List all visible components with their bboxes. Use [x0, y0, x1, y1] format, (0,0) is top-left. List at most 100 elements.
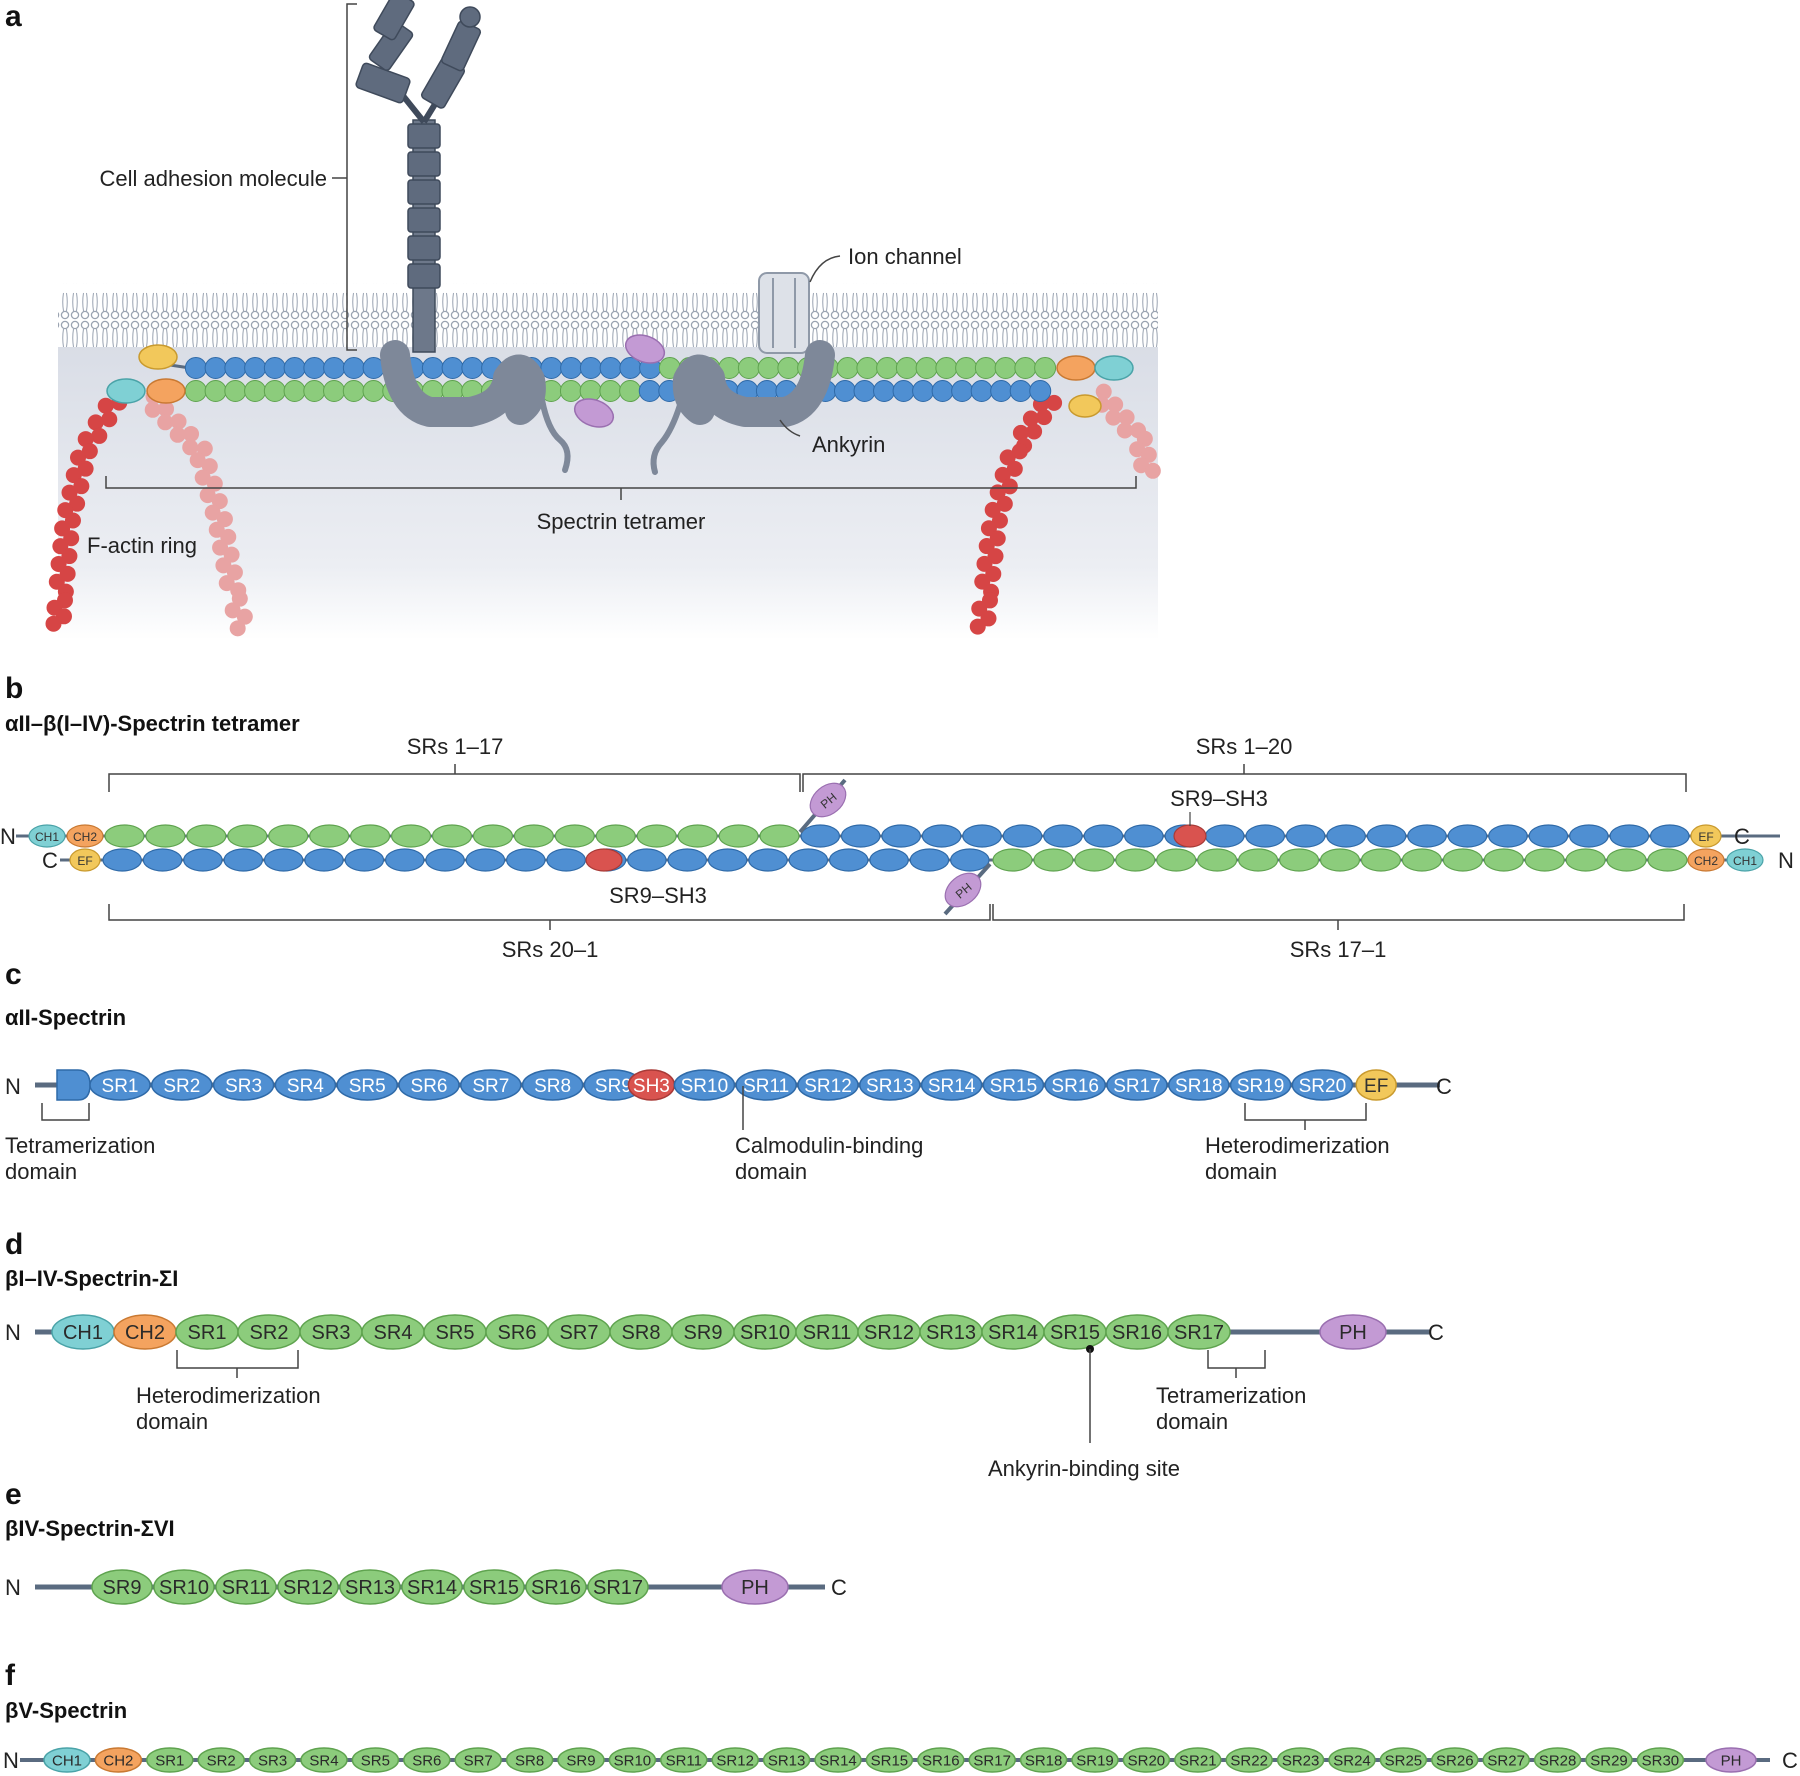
- spectrin-repeat-bead: [974, 357, 997, 379]
- spectrin-repeat-bead: [912, 380, 935, 402]
- domain-sr6: [398, 1069, 460, 1101]
- spectrin-repeat-bead: [224, 380, 247, 402]
- alpha-spectrin-repeat: [950, 848, 990, 872]
- c-tetramerization-domain: [56, 1069, 91, 1101]
- domain-sr3: [212, 1069, 275, 1101]
- actin-monomer: [73, 478, 90, 495]
- srs-20-1-label: SRs 20–1: [502, 937, 599, 962]
- spectrin-repeat-bead: [915, 357, 938, 379]
- domain-ph: [1319, 1314, 1387, 1350]
- ch1-cap-right: [1094, 355, 1134, 381]
- actin-monomer: [169, 426, 186, 443]
- spectrin-repeat-bead: [994, 357, 1017, 379]
- domain-sr2-label: SR2: [163, 1076, 200, 1097]
- alpha-spectrin-repeat: [881, 824, 921, 848]
- domain-ch2-label: CH2: [103, 1752, 133, 1769]
- spectrin-repeat-bead: [1014, 357, 1037, 379]
- domain-sr16: [525, 1569, 587, 1605]
- beta-spectrin-repeat: [145, 824, 186, 848]
- spectrin-repeat-bead: [876, 357, 899, 379]
- domain-sr19-label: SR19: [1076, 1752, 1114, 1769]
- d-n-terminus: N: [5, 1320, 21, 1345]
- spectrin-repeat-bead: [323, 380, 346, 402]
- cam-segment: [407, 151, 441, 177]
- actin-monomer: [158, 400, 175, 417]
- actin-monomer: [204, 504, 221, 521]
- domain-sr13-label: SR13: [866, 1076, 914, 1097]
- actin-monomer: [199, 487, 216, 504]
- alpha-spectrin-repeat: [546, 848, 586, 872]
- beta-spectrin-repeat: [431, 824, 473, 848]
- spectrin-repeat-bead: [1029, 380, 1052, 402]
- c-calmodulin-label-1: Calmodulin-binding: [735, 1133, 923, 1158]
- domain-sr15-label: SR15: [990, 1076, 1038, 1097]
- actin-monomer: [996, 495, 1013, 512]
- alpha-spectrin-repeat: [1569, 824, 1609, 848]
- alpha-spectrin-repeat: [1326, 824, 1366, 848]
- actin-monomer: [69, 495, 86, 512]
- alpha-spectrin-repeat: [840, 824, 881, 848]
- spectrin-repeat-bead: [836, 357, 859, 379]
- spectrin-repeat-bead: [895, 357, 918, 379]
- domain-ef-label: EF: [1364, 1076, 1388, 1097]
- domain-ch1: [43, 1747, 91, 1773]
- beta-spectrin-repeat: [1483, 848, 1524, 872]
- alpha-spectrin-repeat: [1083, 824, 1124, 848]
- b-bottom-n-terminus: N: [1778, 848, 1794, 873]
- domain-sr14: [401, 1569, 463, 1605]
- domain-sr20-label: SR20: [1128, 1752, 1166, 1769]
- domain-sr27-label: SR27: [1487, 1752, 1525, 1769]
- domain-sr16-label: SR16: [1112, 1322, 1162, 1344]
- sh3-domain-top: [1173, 824, 1207, 848]
- domain-sr24: [1328, 1747, 1376, 1773]
- d-tetramerization-label-1: Tetramerization: [1156, 1383, 1306, 1408]
- spectrin-end-domains: [106, 344, 1134, 418]
- domain-sr12-label: SR12: [804, 1076, 852, 1097]
- domain-sr17-label: SR17: [1174, 1322, 1224, 1344]
- domain-sr17: [1167, 1314, 1231, 1350]
- domain-sr4-label: SR4: [374, 1322, 413, 1344]
- beta-spectrin-repeat: [1360, 848, 1402, 872]
- domain-sr15: [982, 1069, 1045, 1101]
- cell-adhesion-molecule: [355, 0, 482, 353]
- alpha-spectrin-repeat: [800, 824, 841, 848]
- actin-monomer: [1026, 423, 1043, 440]
- ankyrin-leader: [779, 419, 801, 437]
- spectrin-repeat-bead: [951, 380, 974, 402]
- domain-sr28: [1533, 1747, 1582, 1773]
- actin-monomer: [194, 469, 211, 486]
- actin-monomer: [1036, 409, 1053, 426]
- domain-sr18: [1168, 1069, 1230, 1101]
- actin-monomer: [215, 557, 232, 574]
- domain-sr13-label: SR13: [345, 1577, 395, 1599]
- domain-sr28-label: SR28: [1539, 1752, 1577, 1769]
- domain-sr21: [1174, 1747, 1222, 1773]
- actin-monomer: [101, 411, 118, 428]
- alpha-spectrin-repeat: [1204, 824, 1245, 848]
- domain-sr13: [859, 1069, 921, 1101]
- domain-sr12-label: SR12: [283, 1577, 333, 1599]
- domain-sr14-label: SR14: [928, 1076, 976, 1097]
- actin-monomer: [81, 443, 98, 460]
- domain-sr11: [735, 1069, 797, 1101]
- srs-1-20-bracket: [802, 764, 1687, 792]
- b-top-c-terminus: C: [1734, 824, 1750, 849]
- alpha-spectrin-repeat: [384, 848, 425, 872]
- domain-sr26: [1431, 1747, 1479, 1773]
- domain-sr13-label: SR13: [926, 1322, 976, 1344]
- actin-monomer: [1105, 409, 1122, 426]
- beta-spectrin-repeat: [1565, 848, 1606, 872]
- alpha-spectrin-repeat: [921, 824, 962, 848]
- cam-segment: [407, 263, 441, 289]
- domain-sr8-label: SR8: [622, 1322, 661, 1344]
- actin-monomer: [189, 452, 206, 469]
- domain-sr11: [215, 1569, 277, 1605]
- actin-monomer: [77, 431, 94, 448]
- domain-sr14-label: SR14: [988, 1322, 1038, 1344]
- srs-1-20-label: SRs 1–20: [1196, 734, 1293, 759]
- actin-monomer: [157, 414, 174, 431]
- domain-sr2: [197, 1747, 245, 1773]
- domain-sr6-label: SR6: [412, 1752, 441, 1769]
- beta-spectrin-repeat: [513, 824, 554, 848]
